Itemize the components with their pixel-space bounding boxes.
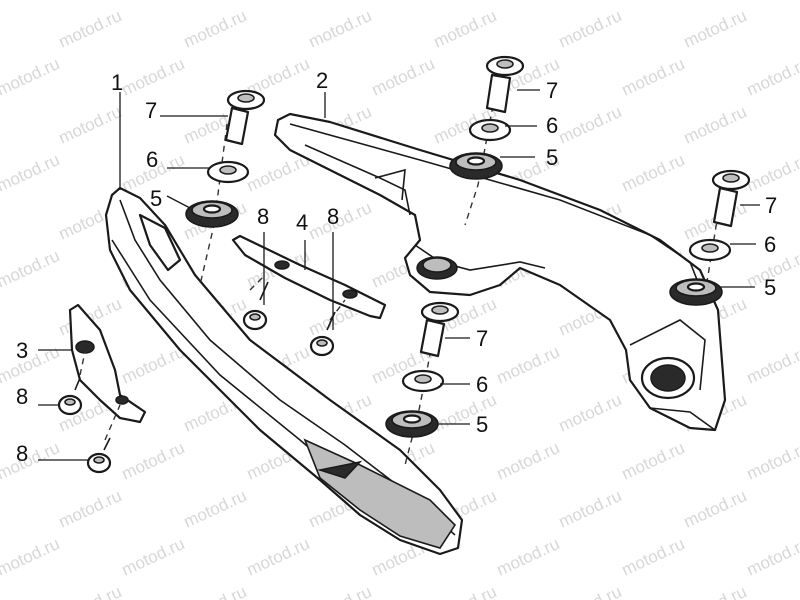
watermark-text: motod.ru <box>0 246 62 292</box>
watermark-text: motod.ru <box>744 150 800 196</box>
watermark-text: motod.ru <box>619 54 688 100</box>
watermark-text: motod.ru <box>619 0 688 4</box>
watermark-text: motod.ru <box>744 342 800 388</box>
bolt-7-c <box>711 169 751 228</box>
watermark-text: motod.ru <box>119 0 188 4</box>
callout-8-a: 8 <box>257 204 269 229</box>
watermark-text: motod.ru <box>681 486 750 532</box>
callout-6-c: 6 <box>764 232 776 257</box>
watermark-text: motod.ru <box>494 534 563 580</box>
callout-7-a: 7 <box>145 98 157 123</box>
watermark-text: motod.ru <box>56 6 125 52</box>
watermark-text: motod.ru <box>56 102 125 148</box>
callout-5-c: 5 <box>764 275 776 300</box>
callout-8-d: 8 <box>16 441 28 466</box>
watermark-text: motod.ru <box>56 486 125 532</box>
part-2-rear-carrier <box>273 112 727 432</box>
screw-8-c <box>57 377 83 416</box>
bolt-7-d <box>419 301 460 358</box>
washer-6-c <box>688 238 732 262</box>
callout-6-b: 6 <box>546 113 558 138</box>
callout-5-a: 5 <box>150 186 162 211</box>
watermark-text: motod.ru <box>181 486 250 532</box>
watermark-text: motod.ru <box>369 0 438 4</box>
watermark-text: motod.ru <box>494 0 563 4</box>
part-4-bracket <box>231 234 387 320</box>
watermark-text: motod.ru <box>431 6 500 52</box>
watermark-text: motod.ru <box>369 54 438 100</box>
watermark-text: motod.ru <box>119 54 188 100</box>
callout-6-a: 6 <box>146 147 158 172</box>
watermark-text: motod.ru <box>306 6 375 52</box>
watermark-text: motod.ru <box>619 150 688 196</box>
callout-4: 4 <box>296 210 308 235</box>
watermark-text: motod.ru <box>119 534 188 580</box>
watermark-text: motod.ru <box>681 6 750 52</box>
watermark-text: motod.ru <box>431 390 500 436</box>
watermark-text: motod.ru <box>556 6 625 52</box>
watermark-text: motod.ru <box>119 342 188 388</box>
watermark-text: motod.ru <box>181 6 250 52</box>
watermark-text: motod.ru <box>556 582 625 600</box>
watermark-text: motod.ru <box>0 438 62 484</box>
callout-1: 1 <box>111 70 123 95</box>
watermark-text: motod.ru <box>244 0 313 4</box>
callout-5-d: 5 <box>476 412 488 437</box>
grommet-5-a <box>185 200 239 228</box>
watermark-text: motod.ru <box>494 438 563 484</box>
watermark-text: motod.ru <box>744 54 800 100</box>
callout-7-c: 7 <box>765 193 777 218</box>
watermark-text: motod.ru <box>494 342 563 388</box>
watermark-text: motod.ru <box>0 342 62 388</box>
callout-5-b: 5 <box>546 145 558 170</box>
watermark-text: motod.ru <box>306 198 375 244</box>
watermark-text: motod.ru <box>619 438 688 484</box>
watermark-text: motod.ru <box>56 582 125 600</box>
watermark-text: motod.ru <box>181 582 250 600</box>
watermark-text: motod.ru <box>681 582 750 600</box>
watermark-text: motod.ru <box>556 486 625 532</box>
part-1-side-rail <box>104 186 464 556</box>
watermark-text: motod.ru <box>119 438 188 484</box>
bolt-7-a <box>224 89 266 146</box>
watermark-text: motod.ru <box>306 582 375 600</box>
grommet-5-d <box>385 410 439 438</box>
callout-7-b: 7 <box>546 78 558 103</box>
watermark-text: motod.ru <box>744 438 800 484</box>
screw-8-d <box>86 437 112 474</box>
screw-8-b <box>309 311 336 357</box>
watermark-text: motod.ru <box>244 534 313 580</box>
callouts: 1 2 3 4 7 7 7 7 6 6 6 6 5 5 5 5 8 8 8 8 <box>16 68 777 466</box>
watermark-text: motod.ru <box>556 390 625 436</box>
washer-6-b <box>468 118 512 142</box>
callout-2: 2 <box>316 68 328 93</box>
watermark-text: motod.ru <box>681 102 750 148</box>
watermark-text: motod.ru <box>0 534 62 580</box>
watermark-text: motod.ru <box>0 0 62 4</box>
callout-8-b: 8 <box>327 204 339 229</box>
callout-7-d: 7 <box>476 326 488 351</box>
watermark-text: motod.ru <box>744 0 800 4</box>
watermark-text: motod.ru <box>431 582 500 600</box>
part-3-plate <box>68 303 147 424</box>
callout-8-c: 8 <box>16 384 28 409</box>
callout-6-d: 6 <box>476 372 488 397</box>
watermark-text: motod.ru <box>556 102 625 148</box>
leader-lines <box>38 89 760 461</box>
watermark-text: motod.ru <box>744 534 800 580</box>
watermark-text: motod.ru <box>0 150 62 196</box>
grommet-5-c <box>669 278 723 306</box>
washer-6-a <box>206 160 250 184</box>
callout-3: 3 <box>16 338 28 363</box>
watermark-text: motod.ru <box>619 534 688 580</box>
washer-6-d <box>401 369 445 393</box>
grommet-5-b <box>449 152 503 180</box>
watermark-text: motod.ru <box>0 54 62 100</box>
bolt-7-b <box>485 55 525 114</box>
